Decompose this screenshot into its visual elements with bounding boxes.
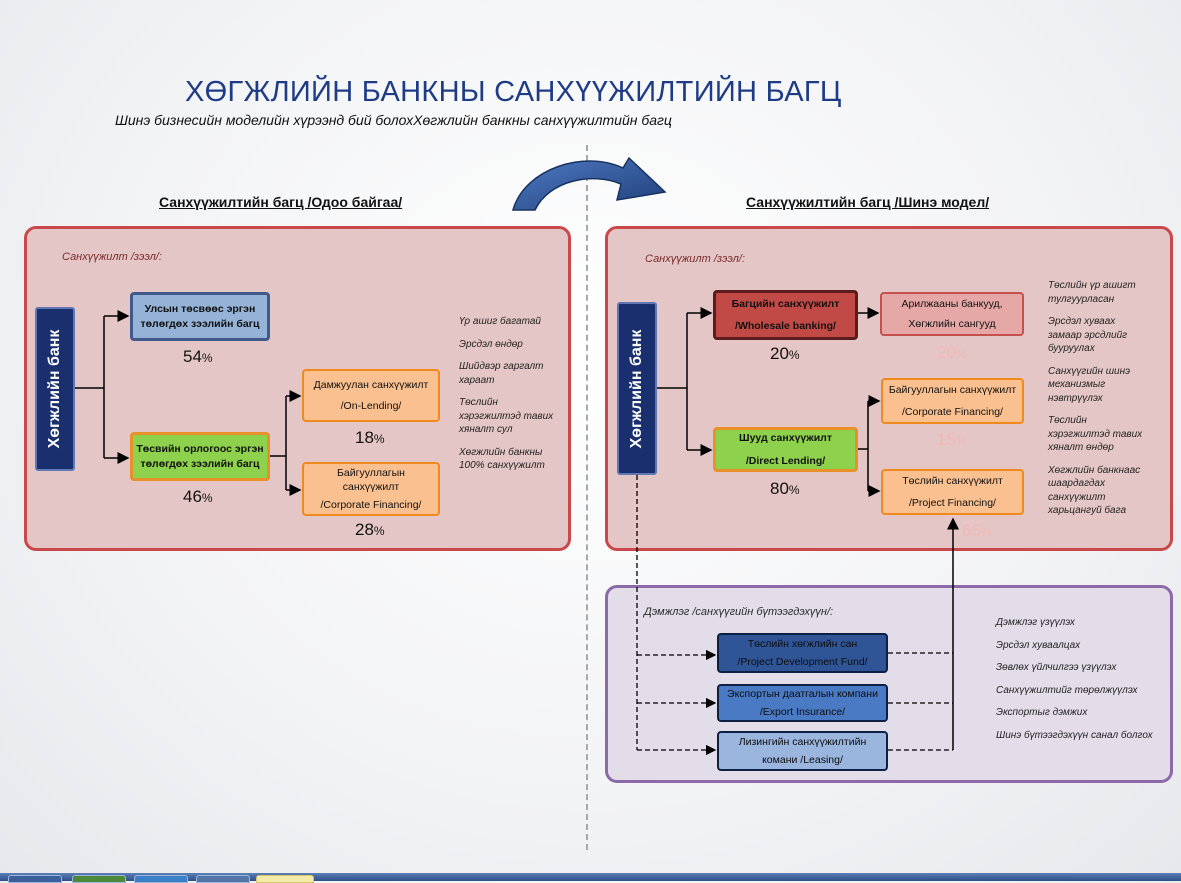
wholesale-banking-percent: 20% xyxy=(770,344,800,363)
corporate-financing-sublabel-new: /Corporate Financing/ xyxy=(902,406,1003,418)
corporate-financing-label-new: Байгууллагын санхүүжилт xyxy=(888,383,1017,396)
wholesale-banking-box: Багцийн санхүүжилт /Wholesale banking/ xyxy=(713,290,858,340)
center-divider xyxy=(586,145,588,850)
development-bank-box: Хөгжлийн банк xyxy=(35,307,75,471)
project-development-fund-label: Төслийн хөгжлийн сан xyxy=(747,637,858,650)
page-subtitle: Шинэ бизнесийн моделийн хүрээнд бий боло… xyxy=(115,112,672,128)
commercial-banks-box: Арилжааны банкууд, Хөгжлийн сангууд xyxy=(880,292,1024,336)
right-notes: Төслийн үр ашигт тулгуурласан Эрсдэл хув… xyxy=(1048,279,1148,527)
right-tree-connectors xyxy=(657,307,881,497)
budget-revenue-loan-percent: 46% xyxy=(183,487,213,506)
direct-lending-box: Шууд санхүүжилт /Direct Lending/ xyxy=(713,427,858,472)
direct-lending-label: Шууд санхүүжилт xyxy=(739,432,832,445)
state-budget-loan-label: Улсын төсвөөс эргэн төлөгдөх зээлийн баг… xyxy=(140,303,260,330)
right-note: Төслийн үр ашигт тулгуурласан xyxy=(1048,280,1136,305)
right-note: Санхүүгийн шинэ механизмыг нэвтрүүлэх xyxy=(1048,365,1131,404)
taskbar-button[interactable] xyxy=(196,875,250,883)
taskbar xyxy=(0,873,1181,881)
corporate-financing-box-new: Байгууллагын санхүүжилт /Corporate Finan… xyxy=(881,378,1024,424)
left-section-heading: Санхүүжилтийн багц /Одоо байгаа/ xyxy=(159,194,403,210)
wholesale-banking-sublabel: /Wholesale banking/ xyxy=(735,320,836,332)
commercial-banks-label: Арилжааны банкууд, xyxy=(901,298,1003,311)
corporate-financing-box: Байгууллагын санхүүжилт /Corporate Finan… xyxy=(302,462,440,516)
support-dashed-connectors xyxy=(636,475,953,756)
project-financing-sublabel: /Project Financing/ xyxy=(909,497,996,509)
support-note: Эрсдэл хуваалцах xyxy=(996,639,1081,651)
left-note: Эрсдэл өндөр xyxy=(459,338,523,350)
commercial-banks-sublabel: Хөгжлийн сангууд xyxy=(908,317,996,330)
wholesale-banking-label: Багцийн санхүүжилт xyxy=(731,297,840,310)
support-note: Зөвлөх үйлчилгээ үзүүлэх xyxy=(996,662,1117,673)
on-lending-percent: 18% xyxy=(355,428,385,447)
corporate-financing-label: Байгууллагын санхүүжилт xyxy=(337,466,405,493)
taskbar-button[interactable] xyxy=(134,875,188,883)
export-insurance-box: Экспортын даатгалын компани /Export Insu… xyxy=(717,684,888,722)
commercial-banks-percent: 20% xyxy=(937,343,967,362)
support-notes: Дэмжлэг үзүүлэх Эрсдэл хуваалцах Зөвлөх … xyxy=(996,616,1156,751)
taskbar-button[interactable] xyxy=(72,875,126,883)
left-notes: Үр ашиг багатай Эрсдэл өндөр Шийдвэр гар… xyxy=(459,315,559,482)
curved-arrow-icon xyxy=(512,156,667,211)
export-insurance-label: Экспортын даатгалын компани xyxy=(727,687,878,700)
taskbar-button[interactable] xyxy=(256,875,314,883)
state-budget-loan-percent: 54% xyxy=(183,347,213,366)
right-panel-label: Санхүүжилт /зээл/: xyxy=(645,253,745,265)
leasing-sublabel: комани /Leasing/ xyxy=(762,754,843,766)
support-note: Санхүүжилтийг төрөлжүүлэх xyxy=(996,684,1138,696)
development-bank-box-new: Хөгжлийн банк xyxy=(617,302,657,475)
support-note: Шинэ бүтээгдэхүүн санал болгох xyxy=(996,729,1153,741)
budget-revenue-loan-label: Төсвийн орлогоос эргэн төлөгдөх зээлийн … xyxy=(136,443,264,470)
taskbar-button[interactable] xyxy=(8,875,62,883)
project-financing-percent: 65% xyxy=(962,521,992,540)
left-note: Шийдвэр гаргалт хараат xyxy=(459,361,544,386)
corporate-financing-percent-new: 15% xyxy=(937,430,967,449)
support-panel-label: Дэмжлэг /санхүүгийн бүтээгдэхүүн/: xyxy=(644,606,834,618)
direct-lending-sublabel: /Direct Lending/ xyxy=(745,454,826,467)
page-title: ХӨГЖЛИЙН БАНКНЫ САНХҮҮЖИЛТИЙН БАГЦ xyxy=(185,76,842,108)
left-note: Үр ашиг багатай xyxy=(459,316,541,327)
right-section-heading: Санхүүжилтийн багц /Шинэ модел/ xyxy=(746,194,990,210)
left-panel-label: Санхүүжилт /зээл/: xyxy=(62,251,162,263)
project-development-fund-sublabel: /Project Development Fund/ xyxy=(737,656,868,668)
project-financing-label: Төслийн санхүүжилт xyxy=(902,474,1003,487)
leasing-box: Лизингийн санхүүжилтийн комани /Leasing/ xyxy=(717,731,888,771)
current-portfolio-panel xyxy=(24,226,571,551)
support-note: Экспортыг дэмжих xyxy=(996,707,1088,718)
on-lending-label: Дамжуулан санхүүжилт xyxy=(313,379,429,392)
project-financing-box: Төслийн санхүүжилт /Project Financing/ xyxy=(881,469,1024,515)
state-budget-loan-box: Улсын төсвөөс эргэн төлөгдөх зээлийн баг… xyxy=(130,292,270,341)
left-note: Төслийн хэрэгжилтэд тавих хяналт сул xyxy=(459,397,554,435)
on-lending-box: Дамжуулан санхүүжилт /On-Lending/ xyxy=(302,369,440,422)
right-note: Төслийн хэрэгжилтэд тавих хяналт өндөр xyxy=(1048,415,1143,453)
direct-lending-percent: 80% xyxy=(770,479,800,498)
budget-revenue-loan-box: Төсвийн орлогоос эргэн төлөгдөх зээлийн … xyxy=(130,432,270,481)
on-lending-sublabel: /On-Lending/ xyxy=(340,399,402,412)
corporate-financing-sublabel: /Corporate Financing/ xyxy=(320,499,422,512)
support-note: Дэмжлэг үзүүлэх xyxy=(996,617,1075,628)
leasing-label: Лизингийн санхүүжилтийн xyxy=(738,735,867,748)
corporate-financing-percent: 28% xyxy=(355,520,385,539)
right-note: Эрсдэл хуваах замаар эрсдлийг бууруулах xyxy=(1048,316,1128,354)
left-note: Хөгжлийн банкны 100% санхүүжилт xyxy=(459,446,545,472)
project-development-fund-box: Төслийн хөгжлийн сан /Project Developmen… xyxy=(717,633,888,673)
export-insurance-sublabel: /Export Insurance/ xyxy=(759,706,846,718)
left-tree-connectors xyxy=(75,310,302,496)
right-note: Хөгжлийн банкнаас шаардагдах санхүүжилт … xyxy=(1048,464,1141,517)
